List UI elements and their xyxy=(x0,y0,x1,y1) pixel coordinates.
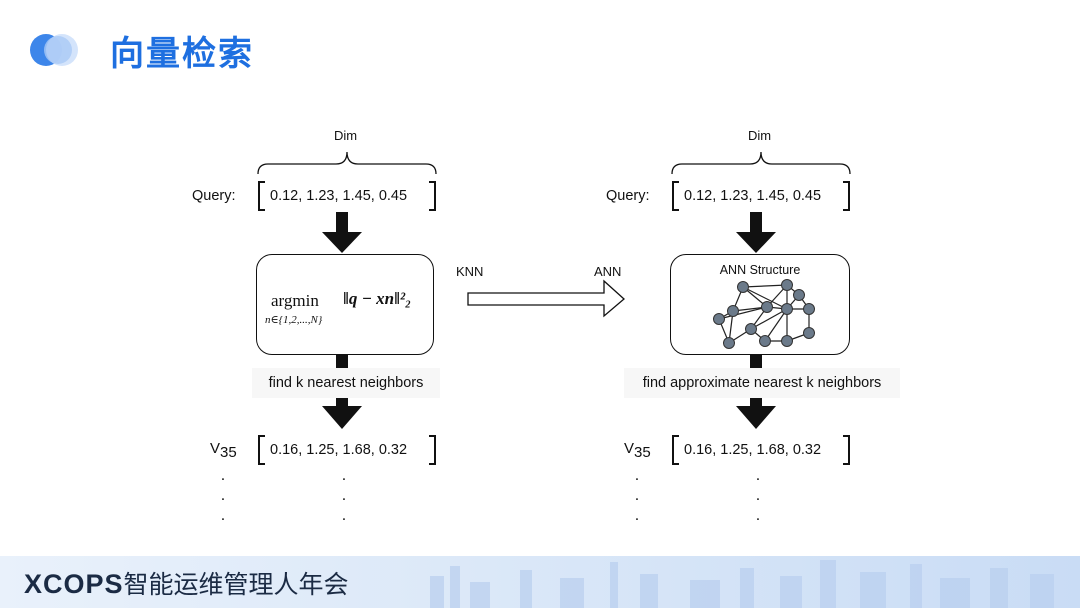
page-title: 向量检索 xyxy=(110,34,254,74)
right-ellipsis-1: ... xyxy=(634,467,640,524)
left-ellipsis-2: ... xyxy=(341,467,347,524)
right-down-arrow-1 xyxy=(736,212,776,253)
knn-to-ann-arrow xyxy=(467,279,625,318)
right-dim-brace xyxy=(671,151,851,175)
left-result-brackets xyxy=(258,435,436,465)
right-query-brackets xyxy=(672,181,850,211)
formula-expression: ‖q − xn‖²₂ xyxy=(343,289,412,308)
right-ann-box: ANN Structure xyxy=(670,254,850,355)
left-result-vector: 0.16, 1.25, 1.68, 0.32 xyxy=(270,442,408,458)
left-down-arrow-2 xyxy=(322,398,362,429)
right-ellipsis-2: ... xyxy=(755,467,761,524)
ann-label: ANN xyxy=(594,264,622,279)
left-query-brackets xyxy=(258,181,436,211)
left-down-arrow-1 xyxy=(322,212,362,253)
skyline-decoration xyxy=(430,560,1054,608)
left-caption: find k nearest neighbors xyxy=(252,368,440,398)
formula-subscript: n∈{1,2,...,N} xyxy=(265,314,323,326)
left-ellipsis-1: ... xyxy=(220,467,226,524)
knn-label: KNN xyxy=(456,264,484,279)
brand-latin: XCOPS xyxy=(24,569,124,599)
right-down-arrow-2 xyxy=(736,398,776,429)
right-dim-label: Dim xyxy=(748,128,772,143)
brand-chinese: 智能运维管理人年会 xyxy=(123,570,349,599)
left-connector xyxy=(336,355,348,368)
formula-argmin: argmin xyxy=(271,291,319,310)
left-knn-box: argmin n∈{1,2,...,N} ‖q − xn‖²₂ xyxy=(256,254,434,355)
ann-graph-icon xyxy=(713,279,815,349)
left-query-vector: 0.12, 1.23, 1.45, 0.45 xyxy=(270,188,408,204)
right-query-label: Query: xyxy=(606,188,650,204)
right-connector xyxy=(750,355,762,368)
footer-banner xyxy=(0,556,1080,608)
ann-structure-title: ANN Structure xyxy=(719,263,801,277)
left-dim-label: Dim xyxy=(334,128,358,143)
left-dim-brace xyxy=(257,151,437,175)
right-query-vector: 0.12, 1.23, 1.45, 0.45 xyxy=(684,188,822,204)
right-result-label: V35 xyxy=(624,440,651,461)
right-caption: find approximate nearest k neighbors xyxy=(624,368,900,398)
logo-icon xyxy=(30,34,78,66)
left-result-label: V35 xyxy=(210,440,237,461)
right-result-brackets xyxy=(672,435,850,465)
right-result-vector: 0.16, 1.25, 1.68, 0.32 xyxy=(684,442,822,458)
footer-brand: XCOPS智能运维管理人年会 xyxy=(24,565,349,601)
left-query-label: Query: xyxy=(192,188,236,204)
